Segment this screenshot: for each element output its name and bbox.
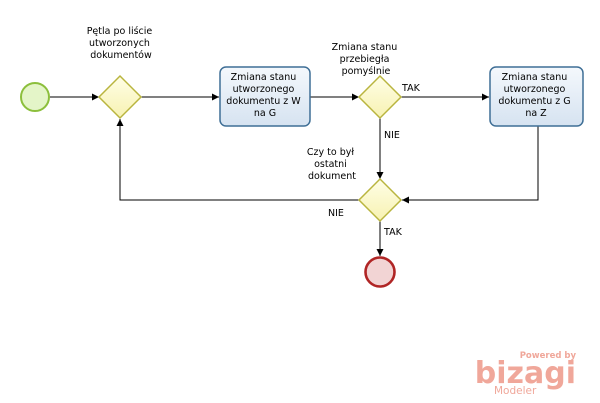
gateway-loop-label-line: utworzonych bbox=[89, 38, 150, 49]
modeler-text: Modeler bbox=[494, 385, 537, 397]
gateway-success-label-line: przebiegła bbox=[340, 54, 390, 65]
task-change-w-to-g[interactable] bbox=[219, 66, 311, 127]
bizagi-watermark: Powered by bizagi Modeler bbox=[475, 351, 577, 397]
gateway-loop-label-line: dokumentów bbox=[90, 50, 152, 61]
task2-label-line: dokumentu z G bbox=[498, 96, 570, 107]
task1-label-line: utworzonego bbox=[233, 84, 295, 95]
gateway-success-label: Zmiana stanu przebiegła pomyślnie bbox=[332, 42, 401, 77]
gateway-last-label-line: ostatni bbox=[314, 159, 347, 170]
flow-no-label: NIE bbox=[384, 130, 400, 141]
task2-label-line: Zmiana stanu bbox=[502, 72, 568, 83]
powered-by-text: Powered by bbox=[520, 351, 577, 361]
task-change-g-to-z[interactable] bbox=[489, 66, 584, 127]
gateway-last-label-line: Czy to był bbox=[307, 147, 354, 158]
gateway-loop-label-line: Pętla po liście bbox=[87, 26, 153, 37]
task2-label-line: utworzonego bbox=[504, 84, 566, 95]
task-change-g-to-z-label: Zmiana stanu utworzonego dokumentu z G n… bbox=[498, 72, 573, 119]
task1-label-line: dokumentu z W bbox=[226, 96, 301, 107]
gateway-success-label-line: pomyślnie bbox=[342, 66, 391, 77]
gateway-success[interactable] bbox=[357, 74, 403, 120]
end-event[interactable] bbox=[364, 256, 396, 288]
gateway-last-document[interactable] bbox=[357, 177, 403, 223]
gateway-loop[interactable] bbox=[97, 74, 143, 120]
flow-task2-to-last[interactable] bbox=[402, 126, 539, 204]
start-event[interactable] bbox=[20, 82, 50, 112]
flow-yes-label: TAK bbox=[401, 83, 421, 94]
flow-yes-end-label: TAK bbox=[383, 227, 403, 238]
task1-label-line: Zmiana stanu bbox=[231, 72, 297, 83]
gateway-last-document-label: Czy to był ostatni dokument bbox=[307, 147, 357, 182]
task-change-w-to-g-label: Zmiana stanu utworzonego dokumentu z W n… bbox=[226, 72, 303, 119]
sequence-flows bbox=[50, 93, 539, 256]
gateway-last-label-line: dokument bbox=[308, 171, 356, 182]
gateway-success-label-line: Zmiana stanu bbox=[332, 42, 398, 53]
task2-label-line: na Z bbox=[525, 108, 547, 119]
flow-no-loop-label: NIE bbox=[328, 208, 344, 219]
flow-last-no-loop-back[interactable] bbox=[116, 119, 359, 201]
task1-label-line: na G bbox=[254, 108, 276, 119]
gateway-loop-label: Pętla po liście utworzonych dokumentów bbox=[87, 26, 156, 61]
bizagi-logo-text: bizagi bbox=[475, 356, 576, 391]
